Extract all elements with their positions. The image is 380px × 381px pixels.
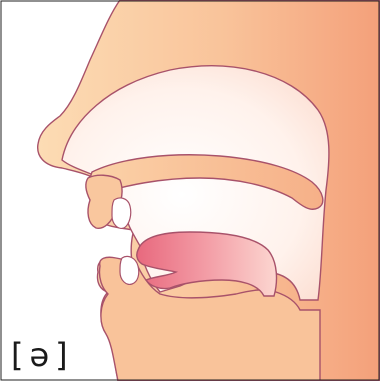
ipa-close-bracket: ] xyxy=(55,335,68,375)
lower-tooth xyxy=(120,256,139,284)
ipa-symbol: ə xyxy=(29,335,50,375)
ipa-label: [ə] xyxy=(11,335,81,375)
upper-tooth xyxy=(112,198,131,228)
ipa-open-bracket: [ xyxy=(11,335,24,375)
